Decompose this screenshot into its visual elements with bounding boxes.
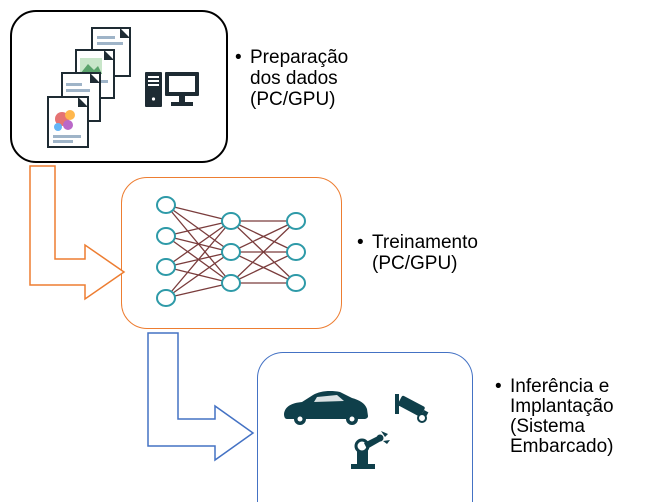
inference-box (257, 352, 473, 502)
label-line: Preparação (250, 47, 349, 68)
bullet: • (357, 232, 364, 253)
bullet: • (495, 376, 502, 397)
car-icon (284, 391, 368, 425)
label-line: Treinamento (372, 232, 478, 253)
label-line: (PC/GPU) (250, 89, 336, 110)
arrow-prep-to-training (29, 165, 126, 301)
desktop-computer-icon (145, 72, 199, 107)
bullet: • (235, 47, 242, 68)
data-prep-label: • Preparação dos dados (PC/GPU) (235, 47, 349, 110)
document-stack-icon (47, 27, 131, 148)
robot-arm-icon (351, 431, 390, 469)
security-camera-icon (395, 394, 429, 423)
label-line: Implantação (510, 396, 614, 417)
label-line: Inferência e (510, 376, 610, 397)
label-line: Embarcado) (510, 436, 614, 457)
inference-label: • Inferência e Implantação (Sistema Emba… (495, 376, 614, 457)
neural-network-icon (156, 196, 306, 307)
label-line: (PC/GPU) (372, 253, 458, 274)
training-label: • Treinamento (PC/GPU) (357, 232, 478, 274)
arrow-training-to-inference (147, 332, 255, 462)
label-line: (Sistema (510, 416, 585, 437)
label-line: dos dados (250, 68, 338, 89)
